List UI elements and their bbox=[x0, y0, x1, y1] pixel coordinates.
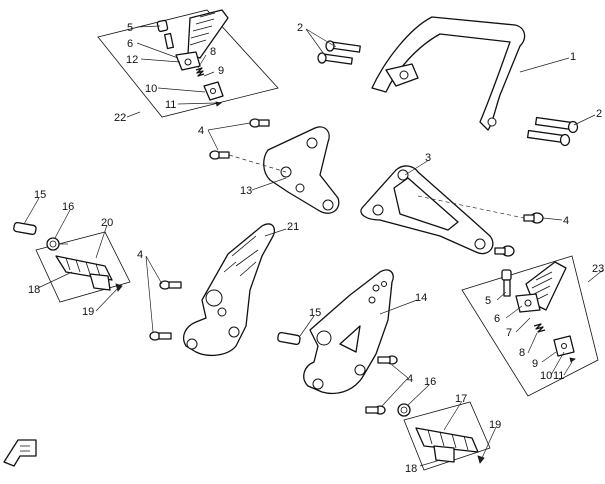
spring-8-top bbox=[195, 67, 205, 77]
footrest-bracket-21 bbox=[182, 223, 276, 357]
grab-handle-1 bbox=[371, 16, 526, 131]
callout-15-center: 15 bbox=[309, 307, 321, 319]
leader-lines bbox=[23, 25, 604, 467]
callout-8-top: 8 bbox=[210, 46, 216, 58]
bolt-4-center-a bbox=[377, 355, 398, 365]
callout-11-right: 11 bbox=[553, 370, 564, 382]
footpeg-passenger-right bbox=[415, 427, 479, 463]
callout-14: 14 bbox=[415, 292, 427, 304]
callout-10-right: 10 bbox=[540, 370, 552, 382]
clip-19-right bbox=[477, 455, 485, 464]
callout-9-right: 9 bbox=[532, 358, 538, 370]
bracket-13 bbox=[263, 126, 340, 214]
callout-15-left: 15 bbox=[34, 189, 46, 201]
callout-4-right: 4 bbox=[563, 215, 569, 227]
callout-4-upper: 4 bbox=[198, 125, 204, 137]
bolt-5-top bbox=[156, 19, 175, 50]
callout-22: 22 bbox=[114, 112, 126, 124]
bolt-2-pair-left bbox=[317, 40, 361, 65]
group-box-17 bbox=[403, 401, 491, 471]
callout-11-top: 11 bbox=[165, 99, 176, 111]
footpeg-rider-right bbox=[515, 261, 567, 313]
bolt-4-upper-b bbox=[209, 150, 230, 160]
callout-16-left: 16 bbox=[62, 201, 74, 213]
bolt-4-center-b bbox=[365, 405, 386, 415]
spring-16-left bbox=[46, 237, 68, 251]
callout-7: 7 bbox=[506, 327, 512, 339]
group-box-23 bbox=[461, 255, 599, 397]
bolt-4-right-b bbox=[494, 245, 515, 257]
callout-19-left: 19 bbox=[82, 306, 94, 318]
footrest-bracket-14 bbox=[303, 269, 394, 395]
pin-15-center bbox=[277, 331, 301, 346]
clip-11-top bbox=[215, 101, 222, 107]
callout-20: 20 bbox=[101, 217, 113, 229]
callout-3: 3 bbox=[425, 152, 431, 164]
callout-2-right: 2 bbox=[596, 108, 602, 120]
clip-19-left bbox=[115, 283, 123, 292]
bolt-4-left-a bbox=[159, 280, 182, 290]
clip-11-right bbox=[569, 357, 576, 363]
callout-12: 12 bbox=[126, 54, 138, 66]
callout-4-left: 4 bbox=[137, 249, 143, 261]
bolt-4-upper-a bbox=[249, 118, 270, 128]
callout-9-top: 9 bbox=[218, 65, 224, 77]
callout-8-right: 8 bbox=[519, 347, 525, 359]
callout-19-right: 19 bbox=[489, 419, 501, 431]
forward-arrow-icon bbox=[3, 439, 37, 467]
group-box-20 bbox=[35, 231, 131, 303]
callout-1: 1 bbox=[570, 51, 576, 63]
callout-2-top: 2 bbox=[297, 22, 303, 34]
callout-16-center: 16 bbox=[424, 376, 436, 388]
callout-18-left: 18 bbox=[28, 284, 40, 296]
spring-16-center bbox=[397, 403, 411, 417]
footpeg-rider-top bbox=[175, 9, 229, 71]
callout-6-top: 6 bbox=[127, 38, 133, 50]
callout-17: 17 bbox=[455, 393, 467, 405]
callout-18-right: 18 bbox=[405, 463, 417, 475]
bolt-4-right-a bbox=[523, 212, 544, 224]
spring-8-right bbox=[533, 323, 546, 333]
callout-21: 21 bbox=[287, 221, 299, 233]
bolt-2-pair-right bbox=[526, 116, 579, 147]
axis-line-13 bbox=[228, 154, 287, 173]
callout-23: 23 bbox=[592, 263, 604, 275]
callout-5-right: 5 bbox=[485, 295, 491, 307]
bolt-4-left-b bbox=[149, 331, 172, 341]
footpeg-passenger-left bbox=[55, 255, 113, 291]
bolt-5-right bbox=[501, 269, 512, 297]
bracket-3 bbox=[360, 165, 494, 255]
callout-6-right: 6 bbox=[494, 313, 500, 325]
callout-13: 13 bbox=[240, 185, 252, 197]
callout-10-top: 10 bbox=[145, 83, 157, 95]
callout-5-top: 5 bbox=[127, 22, 133, 34]
pin-15-left bbox=[13, 221, 37, 236]
group-box-22 bbox=[97, 9, 279, 118]
callout-4-center: 4 bbox=[407, 373, 413, 385]
